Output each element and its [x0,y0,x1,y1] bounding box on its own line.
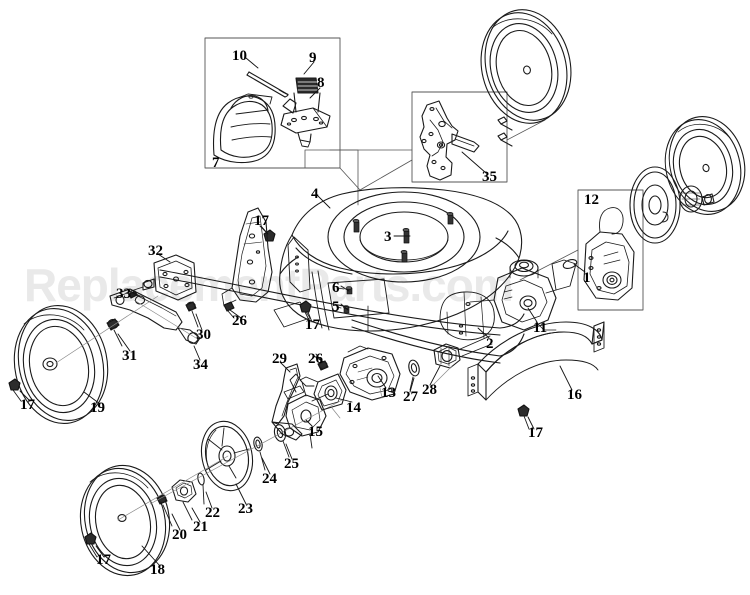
hardware-20-21-22 [156,472,205,527]
inset-box-7 [204,37,341,169]
part-35-handle-bracket [419,100,513,181]
washer-24 [253,436,266,471]
part-12-gearcase [583,207,635,301]
part-13-gearbox [339,345,401,401]
callout-24: 24 [262,471,277,487]
part-8-hinge-bracket [280,98,331,148]
part-10-hinge-rod [246,71,289,98]
callout-25: 25 [284,456,299,472]
part-31-axle-bolt [106,318,123,347]
hub-nuts-17 [8,225,530,558]
callout-34: 34 [193,357,208,373]
part-7-discharge-door [212,93,276,164]
part-1-axle-pin [545,258,578,294]
part-29-control-lever [271,363,305,441]
wheel-front-left [79,464,171,577]
callout-4: 4 [311,186,319,202]
callout-10: 10 [232,48,247,64]
drive-gear-23 [200,420,254,492]
part-9-spring [293,77,321,113]
callout-20: 20 [172,527,187,543]
part-4-mower-deck [273,187,523,341]
callout-19: 19 [90,400,105,416]
callout-12: 12 [584,192,599,208]
callout-9: 9 [309,50,317,66]
part-33-axle-arm [109,288,201,345]
callout-2: 2 [486,336,494,352]
part-3-engine-bolts [352,212,454,263]
gear-disc-right [629,166,681,244]
callout-5: 5 [332,299,340,315]
part-16-rear-bumper [467,321,605,401]
callout-29: 29 [272,351,287,367]
left-deck-bracket [221,207,273,319]
callout-17-e: 17 [528,425,543,441]
callout-26-a: 26 [232,313,247,329]
callout-7: 7 [212,155,220,171]
callout-16: 16 [567,387,582,403]
callout-18: 18 [150,562,165,578]
callout-32: 32 [148,243,163,259]
callout-6: 6 [332,280,340,296]
callout-28: 28 [422,382,437,398]
inset-leaders [304,119,579,281]
callout-3: 3 [384,229,392,245]
part-28-clutch-nut [433,343,461,385]
part-27-bushing [408,359,420,391]
callout-31: 31 [122,348,137,364]
callout-22: 22 [205,505,220,521]
callout-33: 33 [116,286,131,302]
part-6-screw [336,286,353,295]
callout-15: 15 [308,424,323,440]
wheel-rear-left [13,304,109,425]
callout-26-b: 26 [308,351,323,367]
wheel-front-right [664,116,746,215]
callout-11: 11 [533,320,548,336]
callout-17-c: 17 [254,213,269,229]
part-2-frame-rails [159,269,525,364]
part-15-drive-arm [285,373,329,449]
callout-leaders [19,57,586,567]
callout-23: 23 [238,501,253,517]
callout-21: 21 [193,519,208,535]
callout-17-b: 17 [96,552,111,568]
callout-1: 1 [583,270,591,286]
part-14-pulley-bracket [299,373,347,419]
callout-8: 8 [317,75,325,91]
callout-13: 13 [381,385,396,401]
callout-17-a: 17 [20,397,35,413]
callout-35: 35 [482,169,497,185]
callout-14: 14 [346,400,361,416]
part-30-pivot-bolt [185,301,199,328]
callout-30: 30 [196,327,211,343]
callout-17-d: 17 [305,317,320,333]
callout-27: 27 [403,389,418,405]
wheel-rear-right [480,9,572,124]
part-11-transmission [469,259,557,331]
